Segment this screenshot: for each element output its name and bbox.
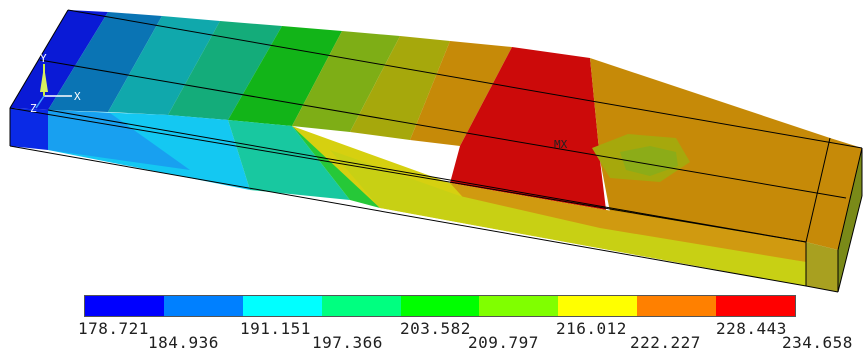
legend-label-bottom-5: 234.658 (782, 333, 853, 352)
side-orange (450, 183, 806, 262)
legend-label-bottom-1: 184.936 (148, 333, 219, 352)
triad-z-label: Z (30, 102, 37, 115)
top-front-edge (9, 107, 807, 243)
legend-swatch-2 (163, 296, 243, 316)
end-top-edge (837, 147, 863, 251)
side-green-yellow (330, 150, 806, 286)
legend-swatch-7 (558, 296, 638, 316)
legend-label-bottom-2: 197.366 (312, 333, 383, 352)
triad-x-label: X (74, 90, 81, 103)
legend-swatch-6 (479, 296, 559, 316)
legend-label-top-5: 228.443 (716, 319, 787, 338)
side-end-face (838, 148, 862, 292)
legend-label-top-1: 178.721 (78, 319, 149, 338)
band-yellow-green-island (620, 146, 678, 176)
side-light-blue (48, 110, 190, 170)
band-teal-blue (48, 12, 162, 112)
left-top-edge (9, 9, 69, 109)
legend-label-top-4: 216.012 (556, 319, 627, 338)
legend-swatch-8 (637, 296, 717, 316)
legend-label-top-2: 191.151 (240, 319, 311, 338)
side-face-contours (10, 108, 862, 292)
band-green (228, 26, 342, 126)
legend-swatch-4 (321, 296, 401, 316)
band-blue (10, 10, 108, 110)
end-bottom-edge (837, 195, 863, 293)
triad-y-label: Y (40, 52, 47, 65)
model-edges (9, 9, 863, 293)
band-yellow-green (292, 31, 400, 132)
band-orange-b (590, 58, 830, 242)
legend-label-bottom-4: 222.227 (630, 333, 701, 352)
triad-z-axis (35, 95, 45, 109)
contour-legend: 178.721 191.151 203.582 216.012 228.443 … (78, 295, 852, 353)
top-mid-line (39, 59, 847, 199)
legend-swatch-1 (85, 296, 164, 316)
segment-line-1 (805, 137, 831, 243)
triad-y-arrow (40, 66, 48, 92)
band-orange-a (410, 41, 512, 146)
band-olive (350, 36, 450, 140)
max-marker-label: MX (554, 138, 568, 151)
coordinate-triad: X Y Z (30, 52, 81, 115)
legend-color-bar (84, 295, 796, 317)
band-green-teal (168, 21, 282, 120)
side-end-segment (806, 242, 838, 292)
legend-swatch-3 (242, 296, 322, 316)
side-blue (10, 108, 48, 150)
top-face-contours (10, 10, 862, 250)
legend-label-bottom-3: 209.797 (468, 333, 539, 352)
band-red (450, 47, 606, 210)
legend-label-top-3: 203.582 (400, 319, 471, 338)
top-back-edge (67, 9, 863, 149)
side-teal (228, 120, 350, 200)
band-teal (108, 16, 220, 115)
legend-swatch-5 (400, 296, 480, 316)
end-segment-top (806, 138, 862, 250)
front-bottom-line (47, 109, 807, 243)
legend-swatch-9 (716, 296, 796, 316)
